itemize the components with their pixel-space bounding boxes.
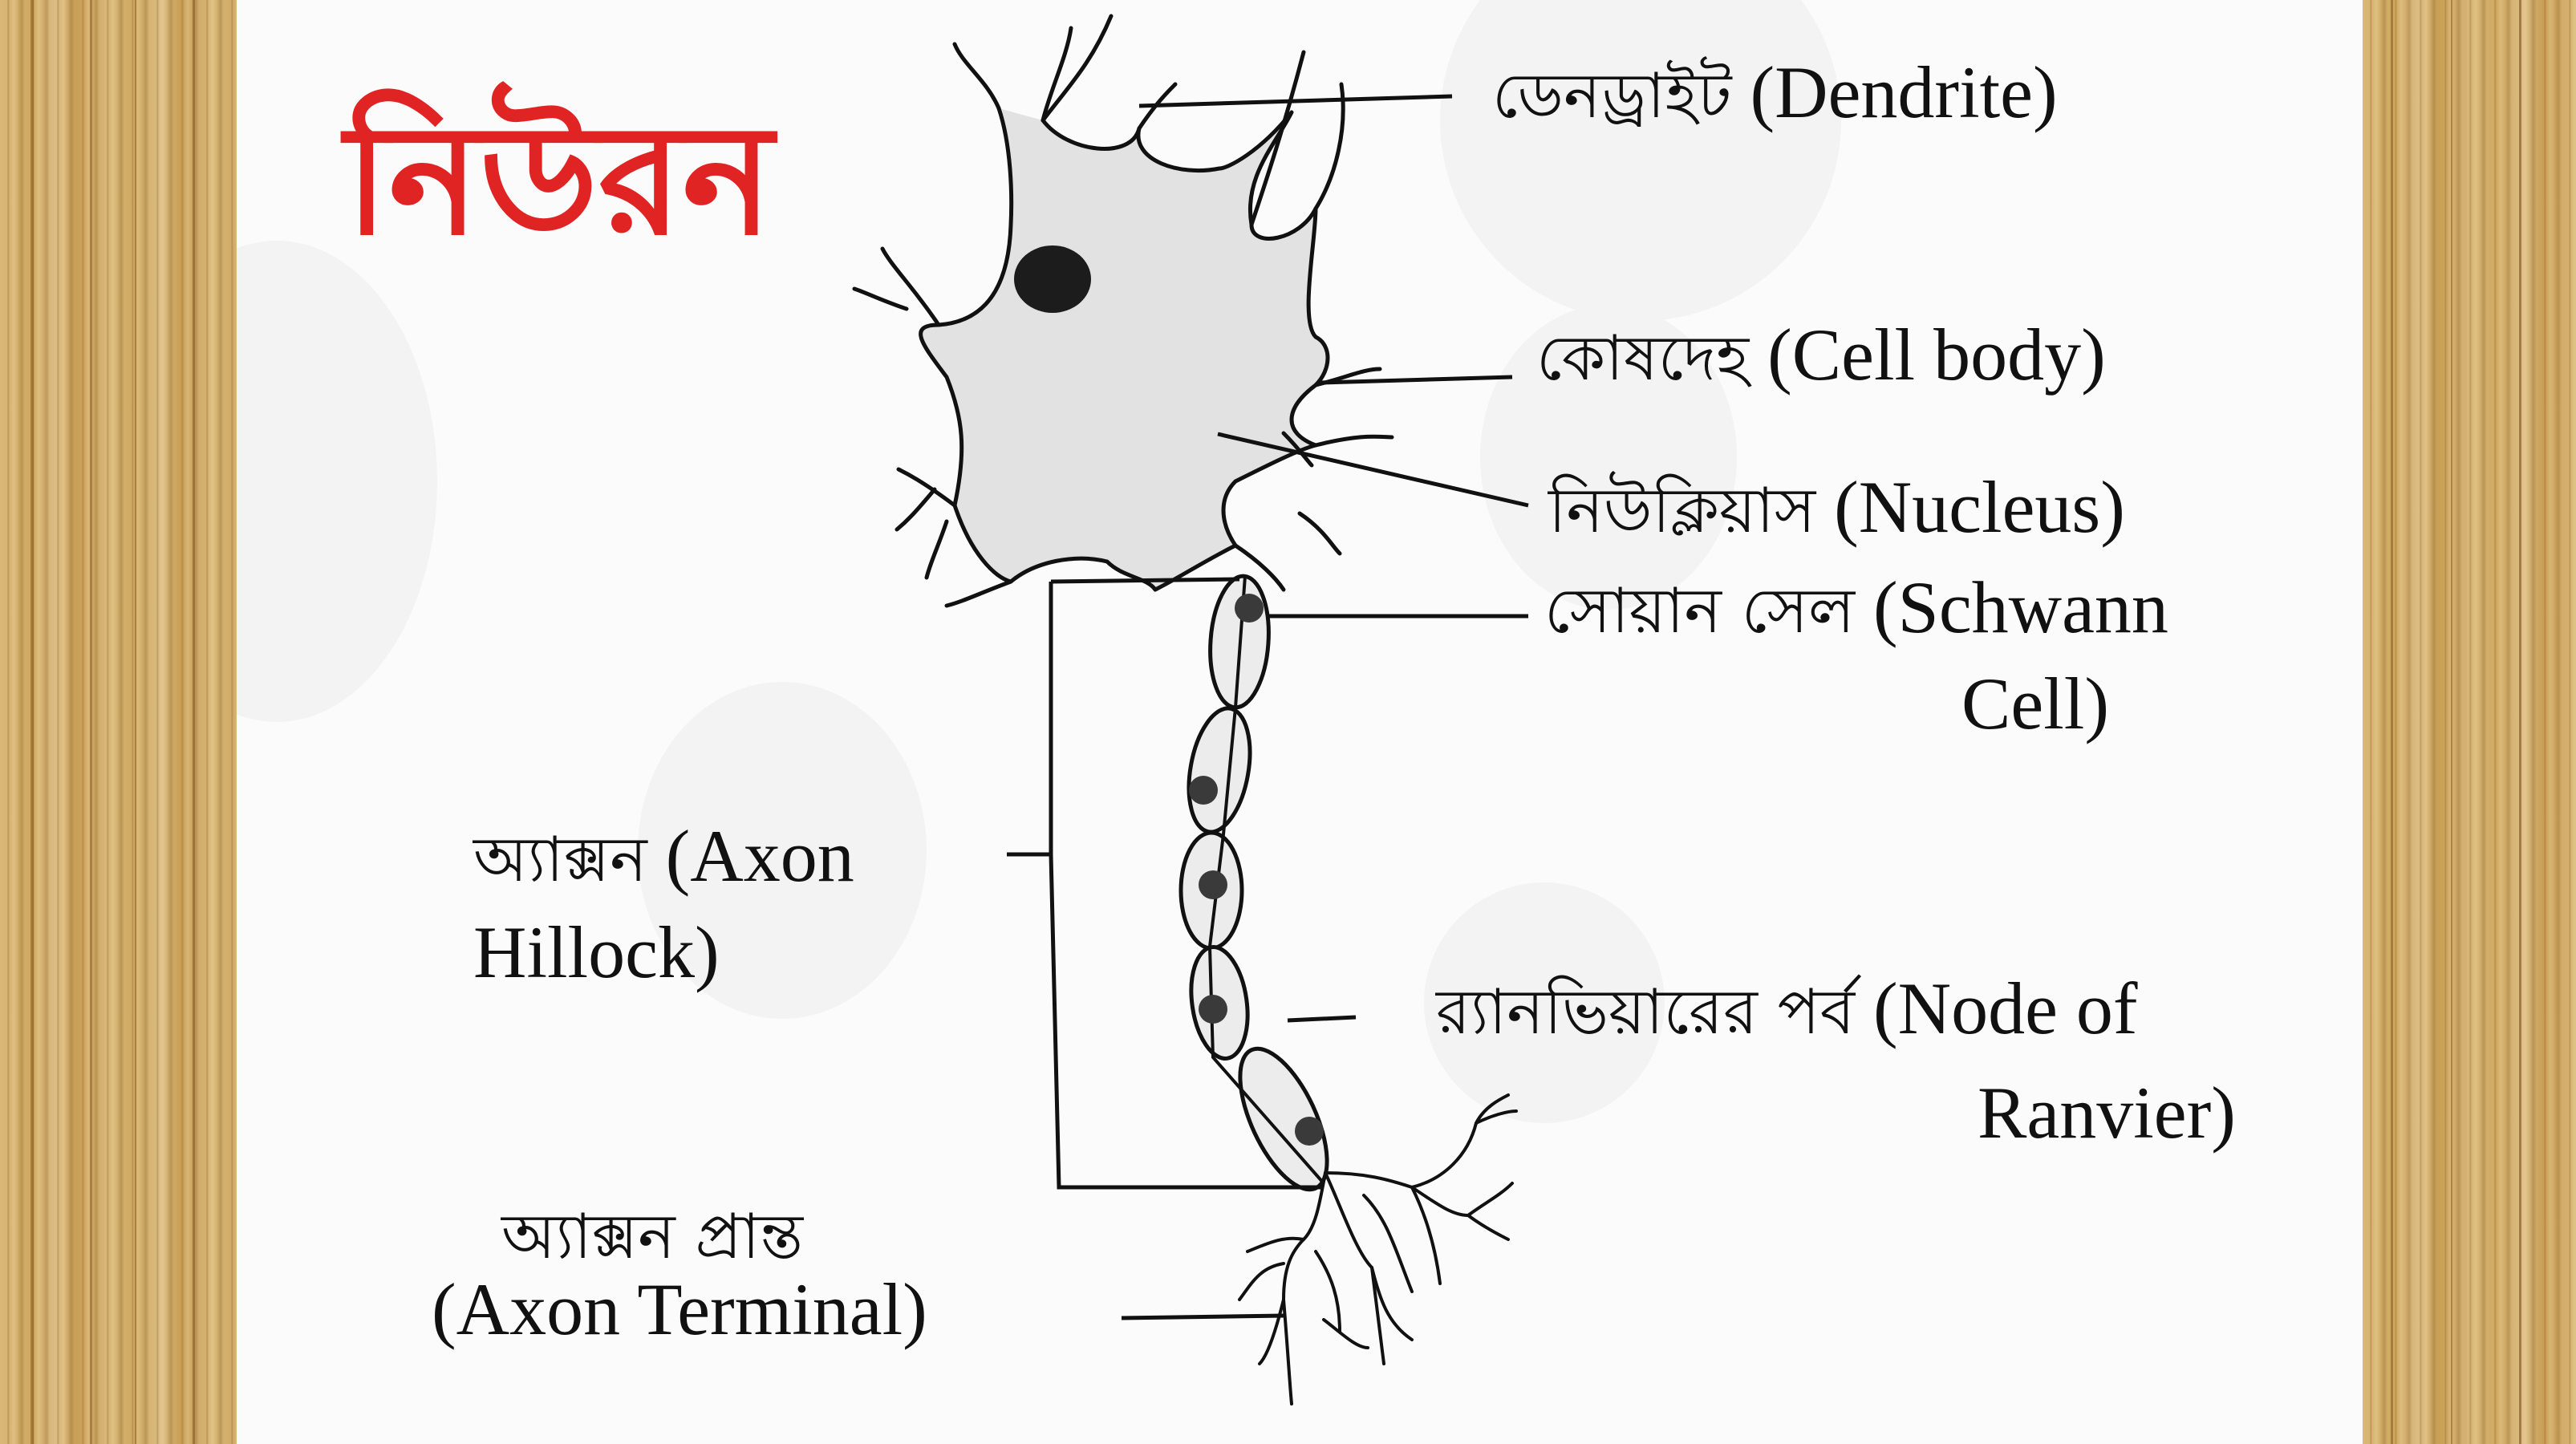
label-axon-terminal-en: (Axon Terminal) [432, 1268, 927, 1350]
label-node-of-ranvier-line2: Ranvier) [1978, 1067, 2236, 1159]
label-schwann-cell-en-2: Cell) [1961, 663, 2109, 744]
label-cell-body: কোষদেহ (Cell body) [1536, 309, 2106, 401]
label-nucleus-bn: নিউক্লিয়াস [1548, 475, 1816, 547]
label-schwann-cell-line2: Cell) [1961, 658, 2109, 750]
label-nucleus-en: (Nucleus) [1834, 466, 2125, 548]
label-node-of-ranvier-en-1: (Node of [1873, 967, 2138, 1049]
label-schwann-cell: সোয়ান সেল (Schwann [1544, 562, 2168, 654]
label-dendrite-en: (Dendrite) [1750, 51, 2058, 133]
label-node-of-ranvier: র‍্যানভিয়ারের পর্ব (Node of [1436, 963, 2138, 1055]
label-axon-hillock-en-1: (Axon [665, 815, 854, 897]
label-axon-terminal-bn: অ্যাক্সন প্রান্ত [501, 1201, 804, 1273]
page-title: নিউরন [345, 91, 773, 269]
label-axon-terminal: অ্যাক্সন প্রান্ত [501, 1187, 803, 1280]
label-axon-hillock-bn: অ্যাক্সন [473, 824, 647, 896]
label-cell-body-bn: কোষদেহ [1536, 322, 1750, 395]
label-axon-terminal-line2: (Axon Terminal) [432, 1264, 927, 1356]
label-nucleus: নিউক্লিয়াস (Nucleus) [1548, 461, 2125, 554]
label-schwann-cell-bn: সোয়ান সেল [1544, 575, 1856, 647]
label-dendrite-bn: ডেনড্রাইট [1492, 60, 1732, 132]
label-node-of-ranvier-en-2: Ranvier) [1978, 1072, 2236, 1154]
label-cell-body-en: (Cell body) [1767, 314, 2106, 395]
label-axon-hillock-en-2: Hillock) [473, 911, 720, 993]
label-axon-hillock-line2: Hillock) [473, 907, 720, 999]
wood-border-left [0, 0, 237, 1444]
label-dendrite: ডেনড্রাইট (Dendrite) [1492, 47, 2058, 139]
label-schwann-cell-en-1: (Schwann [1873, 566, 2168, 648]
slide-panel [237, 0, 2363, 1444]
label-node-of-ranvier-bn: র‍্যানভিয়ারের পর্ব [1436, 976, 1856, 1049]
wood-border-right [2363, 0, 2576, 1444]
label-axon-hillock: অ্যাক্সন (Axon [473, 810, 854, 902]
